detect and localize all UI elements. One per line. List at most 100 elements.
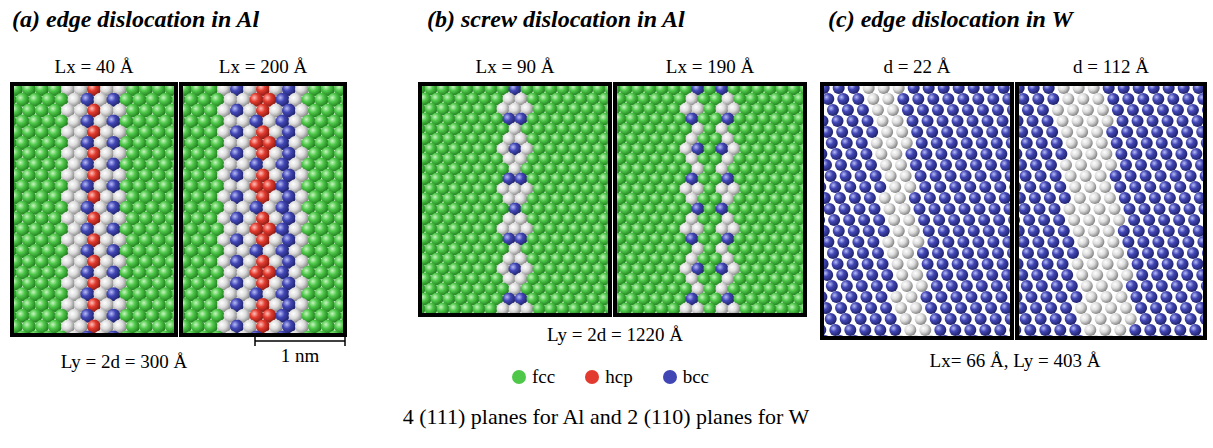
atom	[1034, 203, 1046, 215]
atom	[1076, 269, 1088, 281]
atom	[1114, 181, 1126, 193]
atom	[870, 170, 882, 182]
atom	[882, 93, 894, 105]
atom	[1110, 313, 1122, 325]
atom	[980, 291, 992, 303]
atom	[967, 258, 979, 270]
atom	[857, 247, 869, 259]
atom	[832, 115, 844, 127]
atom	[850, 159, 862, 171]
atom	[1159, 324, 1171, 336]
atom	[826, 280, 838, 292]
atom	[1094, 203, 1106, 215]
atom	[1022, 104, 1034, 116]
atom	[916, 280, 928, 292]
atom	[1096, 137, 1108, 149]
atom	[1065, 170, 1077, 182]
atom	[829, 181, 841, 193]
atom	[949, 324, 961, 336]
atom	[902, 247, 914, 259]
atom	[957, 236, 969, 248]
atom	[1052, 247, 1064, 259]
atom	[872, 247, 884, 259]
atom	[916, 137, 928, 149]
atom	[1106, 269, 1118, 281]
atom	[1052, 104, 1064, 116]
atom	[962, 104, 974, 116]
atom	[969, 192, 981, 204]
atom	[827, 104, 839, 116]
atom-panel	[1017, 84, 1205, 338]
atom	[885, 170, 897, 182]
atom	[1124, 203, 1136, 215]
atom	[850, 302, 862, 314]
atom	[926, 126, 938, 138]
atom	[980, 148, 992, 160]
atom	[972, 236, 984, 248]
atom	[841, 137, 853, 149]
atom	[945, 170, 957, 182]
atom	[860, 148, 872, 160]
atom	[1024, 324, 1036, 336]
atom	[822, 236, 834, 248]
atom	[997, 115, 1009, 127]
atom	[1171, 280, 1183, 292]
atom	[842, 247, 854, 259]
atom	[897, 93, 909, 105]
atom	[1066, 137, 1078, 149]
atom	[907, 258, 919, 270]
atom	[855, 313, 867, 325]
atom	[939, 192, 951, 204]
atom	[1027, 258, 1039, 270]
atom	[878, 225, 890, 237]
atom	[845, 291, 857, 303]
atom	[1068, 214, 1080, 226]
atom	[1020, 170, 1032, 182]
atom	[1084, 181, 1096, 193]
atom	[983, 225, 995, 237]
atom	[979, 324, 991, 336]
atom	[852, 236, 864, 248]
atom	[844, 181, 856, 193]
atom	[892, 115, 904, 127]
atom	[1157, 247, 1169, 259]
atom	[1051, 280, 1063, 292]
atom	[1090, 159, 1102, 171]
atom	[992, 247, 1004, 259]
atom	[1139, 203, 1151, 215]
atom	[911, 269, 923, 281]
atom	[1091, 269, 1103, 281]
atom	[1147, 258, 1159, 270]
atom	[1126, 280, 1138, 292]
atom	[1098, 214, 1110, 226]
atom	[954, 192, 966, 204]
atom	[1130, 291, 1142, 303]
atom	[1175, 291, 1187, 303]
atom	[1133, 225, 1145, 237]
atom	[840, 170, 852, 182]
atom	[990, 170, 1002, 182]
atom	[1047, 93, 1059, 105]
atom	[952, 115, 964, 127]
atom	[1053, 214, 1065, 226]
atom	[889, 181, 901, 193]
atom	[837, 236, 849, 248]
atom	[1029, 192, 1041, 204]
atom	[959, 203, 971, 215]
atom	[843, 214, 855, 226]
atom	[962, 247, 974, 259]
atom	[871, 137, 883, 149]
atom	[900, 313, 912, 325]
atom	[952, 258, 964, 270]
atom	[887, 104, 899, 116]
atom	[1099, 324, 1111, 336]
atom	[1174, 324, 1186, 336]
atom	[1121, 269, 1133, 281]
atom	[1022, 247, 1034, 259]
atom	[1092, 93, 1104, 105]
atom	[972, 93, 984, 105]
atom	[957, 93, 969, 105]
atom	[862, 258, 874, 270]
atom	[847, 258, 859, 270]
atom	[1032, 93, 1044, 105]
